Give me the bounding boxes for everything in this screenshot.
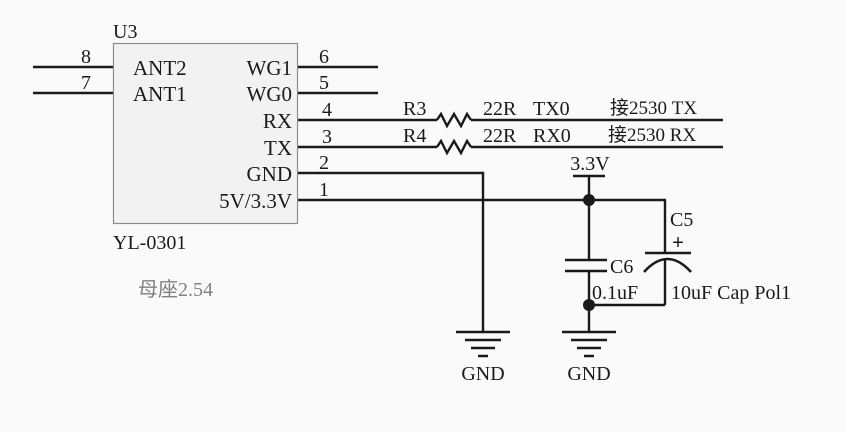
pin-label-ant1: ANT1 <box>133 82 187 106</box>
pin-number-7: 7 <box>81 72 91 94</box>
capacitor-c5-symbol <box>643 200 692 305</box>
ground-label-right: GND <box>567 363 610 385</box>
component-body-u3 <box>112 42 299 225</box>
component-designator: U3 <box>113 21 137 43</box>
net-label-rx0: RX0 <box>533 125 571 147</box>
pin-label-tx: TX <box>264 136 292 160</box>
ground-label-left: GND <box>461 363 504 385</box>
capacitor-c6-designator: C6 <box>610 256 633 278</box>
capacitor-c5-polarity: + <box>672 230 684 254</box>
pin-number-4: 4 <box>322 99 332 121</box>
ground-symbol-left <box>456 330 510 358</box>
pin-label-rx: RX <box>263 109 292 133</box>
ground-bars-left <box>456 330 510 358</box>
ground-bars-right <box>562 330 616 358</box>
capacitor-c5-designator: C5 <box>670 209 693 231</box>
pin-label-ant2: ANT2 <box>133 56 187 80</box>
resistor-r4-value: 22R <box>483 125 517 147</box>
pin-label-gnd: GND <box>247 162 293 186</box>
component-part-number: YL-0301 <box>113 232 186 254</box>
resistor-r3-designator: R3 <box>403 98 426 120</box>
pin-label-wg1: WG1 <box>247 56 293 80</box>
capacitor-c6-value: 0.1uF <box>592 282 638 304</box>
pin-label-5v33v: 5V/3.3V <box>219 189 292 213</box>
pin-number-6: 6 <box>319 46 329 68</box>
pin-label-wg0: WG0 <box>247 82 293 106</box>
resistor-r4-symbol <box>436 138 472 156</box>
ground-symbol-right <box>562 330 616 358</box>
pin-number-3: 3 <box>322 126 332 148</box>
component-note: 母座2.54 <box>138 278 213 301</box>
capacitor-c5-value: 10uF Cap Pol1 <box>671 282 791 304</box>
resistor-r4-designator: R4 <box>403 125 426 147</box>
pin-number-8: 8 <box>81 46 91 68</box>
c5-plate-curved <box>643 257 692 273</box>
annotation-2530-rx: 接2530 RX <box>608 124 696 146</box>
net-label-tx0: TX0 <box>533 98 570 120</box>
pin-number-5: 5 <box>319 72 329 94</box>
capacitor-c6-symbol <box>565 200 607 305</box>
pin-number-2: 2 <box>319 152 329 174</box>
resistor-r3-symbol <box>436 111 472 129</box>
power-rail-label: 3.3V <box>570 153 610 175</box>
pin-number-1: 1 <box>319 179 329 201</box>
resistor-r3-value: 22R <box>483 98 517 120</box>
wire-pin2-gnd <box>298 171 485 332</box>
annotation-2530-tx: 接2530 TX <box>610 97 697 119</box>
